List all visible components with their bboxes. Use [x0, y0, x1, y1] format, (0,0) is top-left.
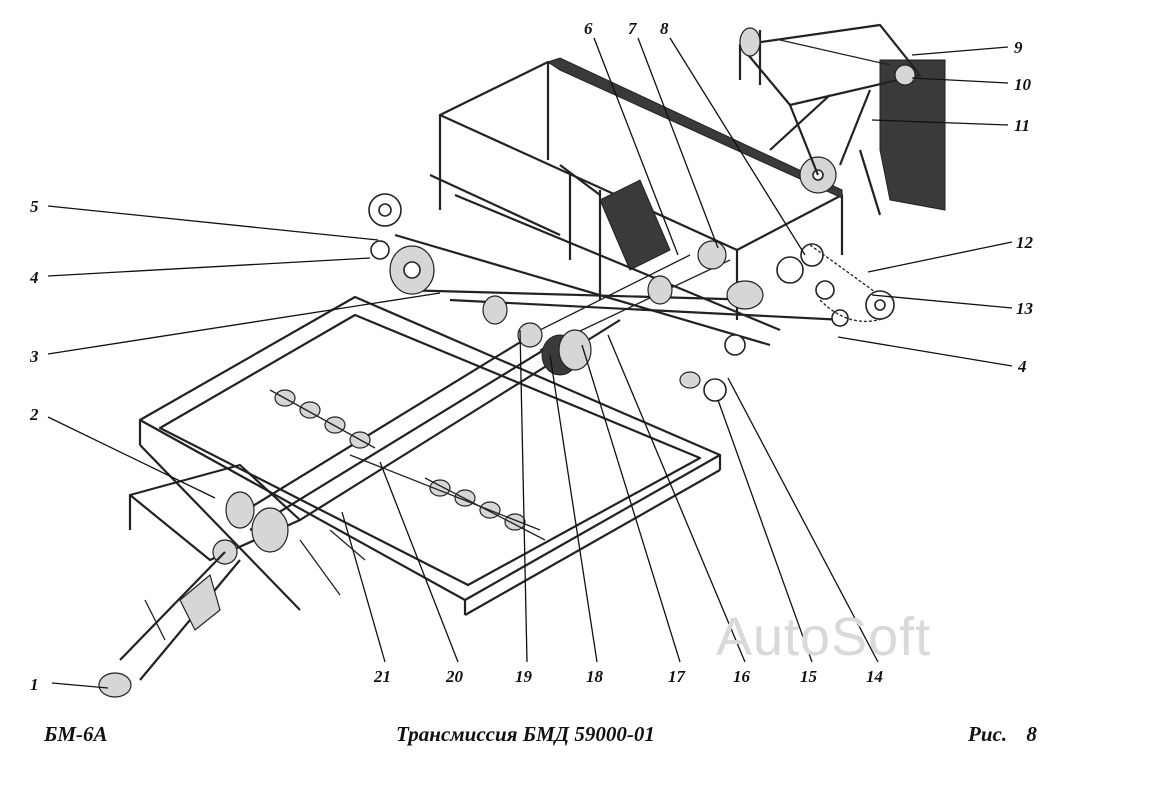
callout-17: 17	[668, 667, 687, 686]
leader-4b	[837, 336, 1013, 367]
leader-18	[549, 354, 598, 663]
watermark: AutoSoft	[716, 607, 932, 667]
callout-6: 6	[584, 19, 593, 38]
leader-21	[341, 511, 386, 663]
leader-20	[379, 461, 459, 663]
leader-5	[47, 205, 379, 241]
leader-3	[47, 292, 441, 355]
leader-1	[51, 682, 109, 689]
callout-12: 12	[1016, 233, 1034, 252]
callout-20: 20	[445, 667, 464, 686]
callout-16: 16	[733, 667, 751, 686]
callout-2: 2	[29, 405, 39, 424]
drive-shafts	[229, 233, 846, 531]
leader-7	[637, 37, 719, 249]
leader-17	[581, 344, 681, 663]
callout-4b: 4	[1017, 357, 1027, 376]
callout-14: 14	[866, 667, 883, 686]
callout-7: 7	[628, 19, 638, 38]
leader-14	[727, 377, 879, 663]
callout-5: 5	[30, 197, 39, 216]
leader-lines	[47, 37, 1013, 689]
leader-12	[867, 241, 1013, 273]
main-frame	[138, 295, 722, 616]
seed-units	[269, 389, 546, 541]
leader-11	[871, 119, 1009, 126]
callout-9: 9	[1014, 38, 1023, 57]
callout-3: 3	[29, 347, 39, 366]
callout-10: 10	[1014, 75, 1032, 94]
leader-13	[871, 294, 1013, 309]
leader-9	[911, 46, 1009, 56]
rear-wheel-assembly	[738, 23, 946, 216]
callout-15: 15	[800, 667, 818, 686]
callout-labels: 1 2 3 4 5 6 7 8 9 10 11 12 13 4 14 15 16…	[29, 19, 1034, 694]
drawbar-hitch	[98, 463, 366, 698]
callout-4a: 4	[29, 268, 39, 287]
callout-8: 8	[660, 19, 669, 38]
callout-1: 1	[30, 675, 39, 694]
leader-6	[593, 37, 679, 256]
leader-19	[519, 329, 528, 663]
gear-assemblies	[368, 193, 895, 402]
figure-caption: Трансмиссия БМД 59000-01	[396, 722, 655, 746]
drive-chains	[809, 244, 886, 322]
callout-18: 18	[586, 667, 604, 686]
callout-11: 11	[1014, 116, 1030, 135]
callout-21: 21	[373, 667, 391, 686]
model-label: БМ-6А	[44, 722, 108, 746]
leader-8	[669, 37, 806, 256]
leader-16	[607, 334, 746, 663]
leader-15	[717, 399, 813, 663]
callout-13: 13	[1016, 299, 1034, 318]
figure-ref: Рис. 8	[968, 722, 1037, 746]
leader-10	[911, 77, 1009, 84]
leader-4a	[47, 257, 371, 277]
hopper-frame	[429, 57, 844, 332]
machine-illustration	[98, 23, 946, 698]
callout-19: 19	[515, 667, 533, 686]
leader-2	[47, 416, 216, 499]
